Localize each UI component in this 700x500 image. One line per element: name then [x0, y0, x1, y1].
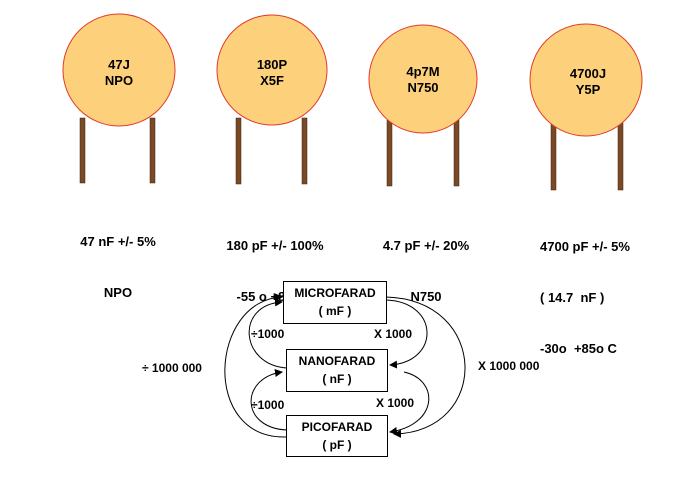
capacitor-4-description: 4700 pF +/- 5% ( 14.7 nF ) -30o +85o C — [540, 204, 650, 374]
label-divide-1000000: ÷ 1000 000 — [142, 361, 202, 375]
capacitor-1-lead-left — [79, 117, 86, 184]
capacitor-2-desc-line: 180 pF +/- 100% — [226, 238, 324, 253]
capacitor-1-desc-line: 47 nF +/- 5% — [80, 234, 156, 249]
capacitor-1-code: 47J NPO — [74, 57, 164, 89]
capacitor-4-lead-right — [617, 121, 624, 191]
capacitor-1-disc — [62, 13, 176, 127]
label-multiply-1000000: X 1000 000 — [478, 359, 540, 373]
capacitor-4-code: 4700J Y5P — [543, 66, 633, 98]
microfarad-box: MICROFARAD ( mF ) — [283, 281, 387, 324]
arrow-micro-to-nano — [385, 299, 428, 369]
arrow-micro-to-pico — [385, 296, 466, 438]
capacitor-3-lead-left — [386, 119, 393, 187]
capacitor-3-disc — [368, 24, 478, 134]
nanofarad-symbol: ( nF ) — [322, 372, 352, 386]
capacitor-2-lead-left — [235, 117, 242, 185]
capacitor-3 — [368, 24, 478, 187]
capacitor-3-code: 4p7M N750 — [378, 64, 468, 96]
capacitor-3-description: 4.7 pF +/- 20% N750 — [370, 203, 482, 322]
capacitor-2-value-code: 180P — [256, 57, 288, 72]
label-multiply-1000-lower: X 1000 — [376, 396, 415, 410]
capacitor-1-dielectric: NPO — [104, 73, 134, 88]
capacitor-4-desc-line: 4700 pF +/- 5% — [540, 239, 630, 254]
arrow-nano-to-pico — [389, 371, 430, 435]
label-divide-1000-upper: ÷1000 — [251, 327, 285, 341]
capacitor-3-dielectric: N750 — [407, 80, 439, 95]
capacitor-4-dielectric: Y5P — [575, 82, 601, 97]
picofarad-box: PICOFARAD ( pF ) — [286, 415, 388, 457]
picofarad-symbol: ( pF ) — [322, 438, 352, 452]
capacitor-2 — [216, 14, 328, 185]
capacitor-4 — [529, 23, 643, 191]
arrow-pico-to-nano — [250, 369, 288, 431]
capacitor-2-code: 180P X5F — [227, 57, 317, 89]
label-multiply-1000-upper: X 1000 — [374, 327, 413, 341]
picofarad-label: PICOFARAD — [301, 420, 373, 434]
capacitor-4-lead-left — [550, 121, 557, 191]
nanofarad-label: NANOFARAD — [298, 354, 376, 368]
arrow-pico-to-micro — [224, 293, 288, 438]
capacitor-1 — [62, 13, 176, 184]
capacitor-1-desc-line: NPO — [103, 285, 133, 300]
capacitor-2-lead-right — [301, 117, 308, 185]
capacitor-4-desc-line: ( 14.7 nF ) — [540, 290, 605, 305]
microfarad-label: MICROFARAD — [294, 286, 376, 300]
capacitor-1-value-code: 47J — [108, 57, 130, 72]
capacitor-4-disc — [529, 23, 643, 137]
capacitor-1-lead-right — [149, 117, 156, 184]
capacitor-3-desc-line: 4.7 pF +/- 20% — [382, 238, 470, 253]
capacitor-2-dielectric: X5F — [260, 73, 284, 88]
microfarad-symbol: ( mF ) — [318, 304, 352, 318]
capacitor-2-disc — [216, 14, 328, 126]
capacitor-4-desc-line: -30o +85o C — [540, 341, 617, 356]
capacitor-3-lead-right — [453, 119, 460, 187]
capacitor-3-desc-line: N750 — [410, 289, 442, 304]
nanofarad-box: NANOFARAD ( nF ) — [286, 349, 388, 392]
capacitor-4-value-code: 4700J — [569, 66, 607, 81]
label-divide-1000-lower: ÷1000 — [251, 398, 285, 412]
arrow-nano-to-micro — [248, 298, 288, 369]
capacitor-3-value-code: 4p7M — [406, 64, 440, 79]
capacitor-1-description: 47 nF +/- 5% NPO — [58, 199, 178, 318]
